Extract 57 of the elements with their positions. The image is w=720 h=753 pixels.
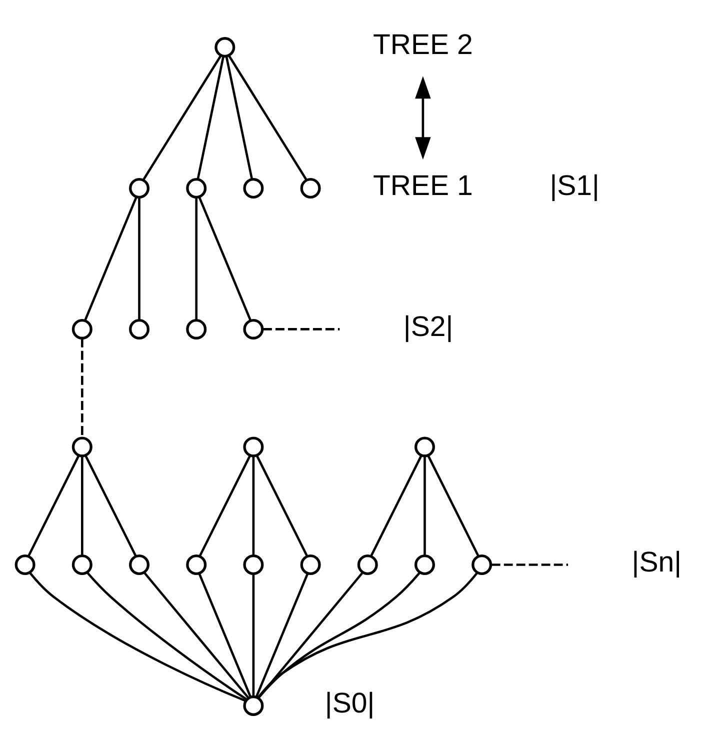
node-circle — [242, 436, 264, 458]
node-circle — [414, 554, 434, 575]
node-circle — [300, 554, 320, 575]
connector — [252, 456, 254, 556]
connector — [194, 197, 197, 320]
connector — [490, 564, 568, 566]
arrow — [414, 76, 430, 160]
connector — [262, 328, 340, 330]
connector — [198, 196, 252, 322]
node-circle — [128, 554, 150, 575]
node-circle — [71, 436, 92, 458]
node-circle — [300, 178, 320, 199]
connector — [84, 455, 136, 557]
connector — [224, 56, 253, 180]
connector — [138, 197, 140, 320]
connector — [254, 573, 308, 698]
connector — [26, 455, 80, 557]
node-circle — [14, 554, 35, 575]
node-circle — [414, 436, 434, 458]
connector — [257, 572, 420, 698]
connector — [80, 338, 83, 438]
node-circle — [128, 318, 150, 340]
node-text: TREE 1 — [372, 170, 472, 202]
connector — [198, 455, 251, 557]
connector — [142, 572, 249, 698]
label: |S1| — [549, 170, 599, 202]
node-circle — [71, 554, 92, 575]
connector — [255, 455, 308, 557]
label: |Sn| — [631, 546, 682, 579]
connector — [198, 573, 252, 698]
connector — [369, 455, 422, 557]
node-circle — [471, 554, 492, 575]
node-circle — [242, 554, 264, 575]
node-circle — [242, 695, 264, 716]
connector — [28, 572, 246, 702]
label: |S2| — [402, 310, 453, 343]
node-circle — [186, 318, 206, 340]
label: |S0| — [324, 687, 374, 720]
connector — [142, 55, 222, 181]
node-circle — [186, 178, 206, 199]
connector — [426, 455, 480, 557]
node-circle — [71, 318, 92, 340]
connector — [83, 196, 137, 322]
connector — [228, 55, 308, 181]
connector — [196, 56, 224, 180]
node-circle — [214, 37, 235, 58]
connector — [252, 574, 254, 696]
node-circle — [242, 318, 264, 340]
connector — [86, 572, 247, 700]
node-circle — [128, 178, 150, 199]
node-circle — [242, 178, 264, 199]
node-circle — [186, 554, 206, 575]
node-text: TREE 2 — [372, 29, 472, 62]
connector — [423, 456, 426, 556]
connector — [256, 572, 478, 698]
node-circle — [356, 554, 378, 575]
connector — [80, 456, 83, 556]
